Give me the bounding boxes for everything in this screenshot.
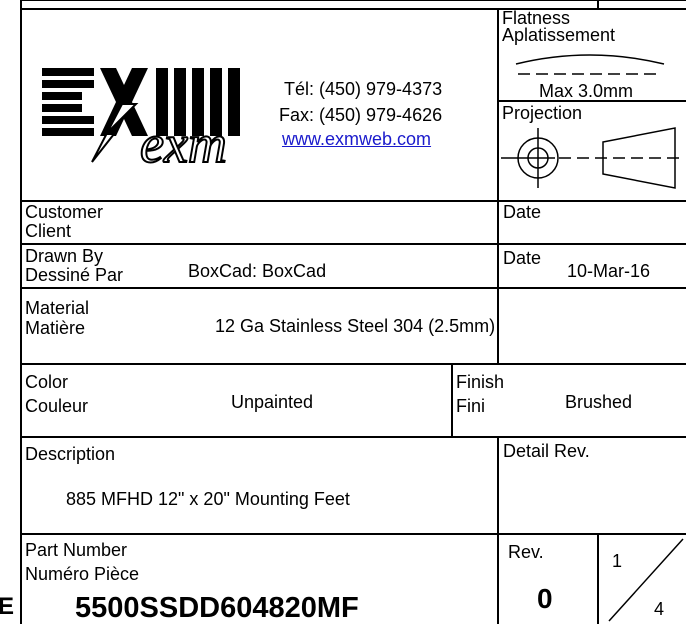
finish-label-fr: Fini: [456, 396, 486, 416]
drawn-by-label-fr: Dessiné Par: [25, 265, 124, 285]
outer-left-border: [20, 0, 22, 624]
flatness-label-fr: Aplatissement: [502, 25, 616, 45]
logo-row-bottom: [20, 200, 686, 202]
flatness-label-en: Flatness: [502, 8, 571, 28]
finish-value: Brushed: [565, 392, 633, 412]
flatness-value: Max 3.0mm: [539, 81, 634, 101]
customer-label-en: Customer: [25, 202, 104, 222]
flatness-symbol: [515, 54, 665, 75]
date2-label: Date: [503, 248, 542, 268]
fax: Fax: (450) 979-4626: [279, 105, 443, 125]
description-row-bottom: [20, 533, 686, 535]
customer-row-bottom: [20, 243, 686, 245]
third-angle-projection-icon: [501, 127, 684, 189]
rev-label: Rev.: [508, 542, 544, 562]
right-column-divider-lower: [497, 436, 499, 624]
drawn-by-label-en: Drawn By: [25, 246, 104, 266]
finish-label-en: Finish: [456, 372, 505, 392]
detail-rev-label: Detail Rev.: [503, 441, 590, 461]
material-label-en: Material: [25, 298, 90, 318]
sheet-diagonal: [608, 538, 684, 622]
drawn-row-bottom: [20, 287, 686, 289]
drawn-by-value: BoxCad: BoxCad: [188, 261, 327, 281]
material-label-fr: Matière: [25, 318, 86, 338]
edge-letter: E: [0, 593, 15, 620]
sheet-current: 1: [612, 551, 623, 571]
color-label-en: Color: [25, 372, 69, 392]
header-divider: [20, 8, 686, 10]
color-row-bottom: [20, 436, 686, 438]
part-number-value: 5500SSDD604820MF: [75, 592, 359, 624]
top-edge-line: [20, 0, 686, 1]
part-number-label-fr: Numéro Pièce: [25, 564, 140, 584]
color-label-fr: Couleur: [25, 396, 89, 416]
logo-wordmark: exm: [140, 114, 227, 166]
color-value: Unpainted: [231, 392, 314, 412]
rev-value: 0: [537, 583, 553, 614]
flatness-projection-divider: [497, 100, 686, 102]
customer-label-fr: Client: [25, 221, 72, 241]
exm-logo: exm: [42, 68, 240, 166]
top-edge-tick: [597, 0, 599, 8]
part-number-label-en: Part Number: [25, 540, 128, 560]
right-column-divider-upper: [497, 8, 499, 363]
telephone: Tél: (450) 979-4373: [284, 79, 443, 99]
date2-value: 10-Mar-16: [567, 261, 651, 281]
sheet-total: 4: [654, 599, 665, 619]
date1-label: Date: [503, 202, 542, 222]
description-value: 885 MFHD 12" x 20" Mounting Feet: [66, 489, 350, 509]
color-finish-divider: [451, 363, 453, 437]
website-link[interactable]: www.exmweb.com: [282, 129, 432, 149]
material-value: 12 Ga Stainless Steel 304 (2.5mm): [215, 316, 496, 336]
material-row-bottom: [20, 363, 686, 365]
rev-sheet-divider: [597, 533, 599, 624]
projection-label: Projection: [502, 103, 583, 123]
description-label: Description: [25, 444, 116, 464]
